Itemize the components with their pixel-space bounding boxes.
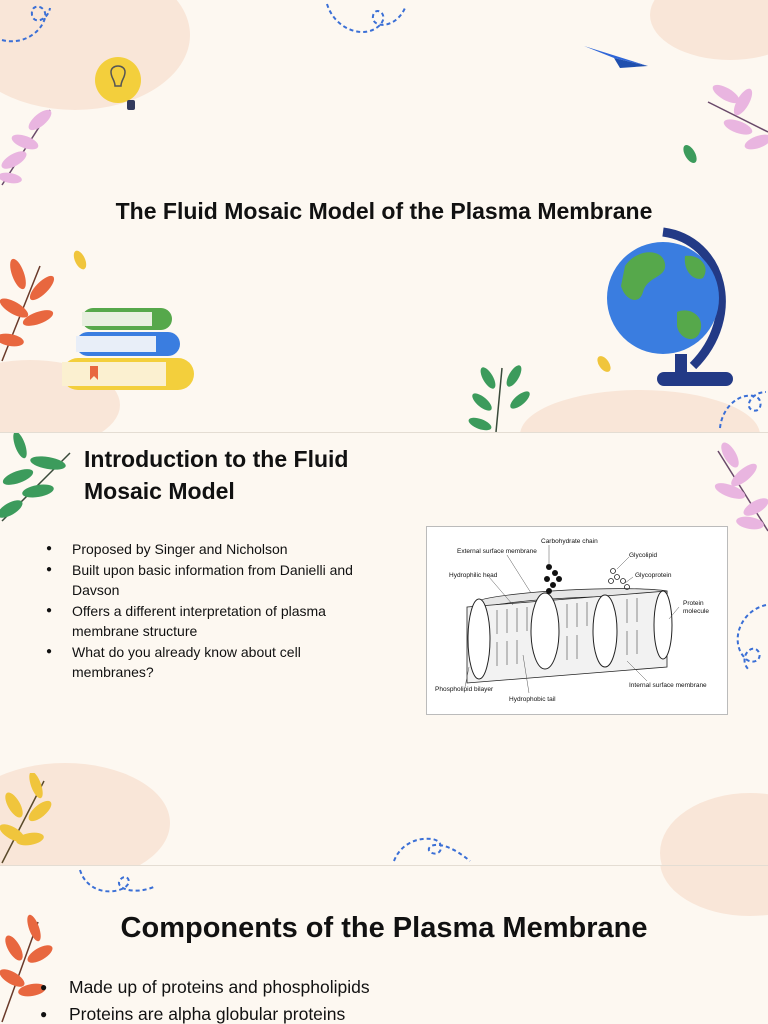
diagram-label: Phospholipid bilayer xyxy=(435,686,494,693)
slide-divider xyxy=(0,432,768,433)
books-stack-icon xyxy=(62,308,194,390)
list-item: What do you already know about cell memb… xyxy=(46,642,376,683)
list-item: Proteins are alpha globular proteins xyxy=(40,1001,640,1024)
dashed-swirl-icon xyxy=(79,869,157,893)
orange-leaf-branch-icon xyxy=(0,914,53,1023)
slide-components: Components of the Plasma Membrane Made u… xyxy=(0,866,768,1024)
diagram-label: Hydrophobic tail xyxy=(509,696,556,703)
pink-leaf-branch-icon xyxy=(0,109,52,186)
decor-blob-bottom-right xyxy=(660,793,768,865)
diagram-label: Internal surface membrane xyxy=(629,682,707,689)
slide-introduction: Introduction to the Fluid Mosaic Model P… xyxy=(0,433,768,865)
yellow-leaf-branch-icon xyxy=(0,773,52,864)
diagram-label: Glycoprotein xyxy=(635,572,672,579)
small-leaf-icon xyxy=(683,144,697,164)
orange-leaf-branch-icon xyxy=(0,258,55,362)
dashed-swirl-icon xyxy=(393,837,471,862)
list-item: Made up of proteins and phospholipids xyxy=(40,974,640,1001)
paper-plane-icon xyxy=(584,46,648,68)
bullet-list: Proposed by Singer and Nicholson Built u… xyxy=(46,539,376,683)
pink-leaf-branch-icon xyxy=(714,442,768,532)
diagram-label: Protein xyxy=(683,600,704,607)
pink-leaf-branch-icon xyxy=(707,84,768,150)
globe-icon xyxy=(607,227,733,386)
dashed-swirl-icon xyxy=(326,3,406,33)
slide-heading: Components of the Plasma Membrane xyxy=(120,912,648,944)
dashed-swirl-icon xyxy=(736,604,767,670)
list-item: Built upon basic information from Daniel… xyxy=(46,560,376,601)
slide-title: The Fluid Mosaic Model of the Plasma Mem… xyxy=(0,0,768,432)
decor-blob-top-right xyxy=(650,0,768,60)
slide-heading: Introduction to the Fluid Mosaic Model xyxy=(84,446,349,504)
dashed-swirl-icon xyxy=(719,391,767,429)
diagram-label: Carbohydrate chain xyxy=(541,538,598,545)
green-leaf-branch-icon xyxy=(468,365,530,432)
membrane-diagram: Carbohydrate chain External surface memb… xyxy=(426,526,728,715)
light-bulb-icon xyxy=(95,57,141,110)
small-leaf-icon xyxy=(597,356,611,372)
diagram-label: Hydrophilic head xyxy=(449,572,498,579)
slide-divider xyxy=(0,865,768,866)
bullet-list: Made up of proteins and phospholipids Pr… xyxy=(40,974,640,1024)
decor-blob-top-right xyxy=(660,866,768,916)
dashed-swirl-icon xyxy=(1,5,51,43)
diagram-label: molecule xyxy=(683,608,709,615)
slide-title-heading: The Fluid Mosaic Model of the Plasma Mem… xyxy=(115,198,653,224)
diagram-label: External surface membrane xyxy=(457,548,537,555)
small-leaf-icon xyxy=(73,250,87,270)
green-leaf-branch-icon xyxy=(0,433,71,522)
list-item: Proposed by Singer and Nicholson xyxy=(46,539,376,560)
list-item: Offers a different interpretation of pla… xyxy=(46,601,376,642)
diagram-label: Glycolipid xyxy=(629,552,658,559)
